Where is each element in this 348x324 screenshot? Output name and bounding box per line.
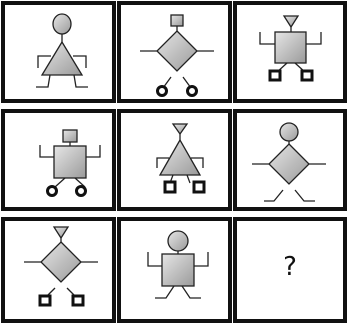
question-mark: ?	[283, 252, 297, 282]
